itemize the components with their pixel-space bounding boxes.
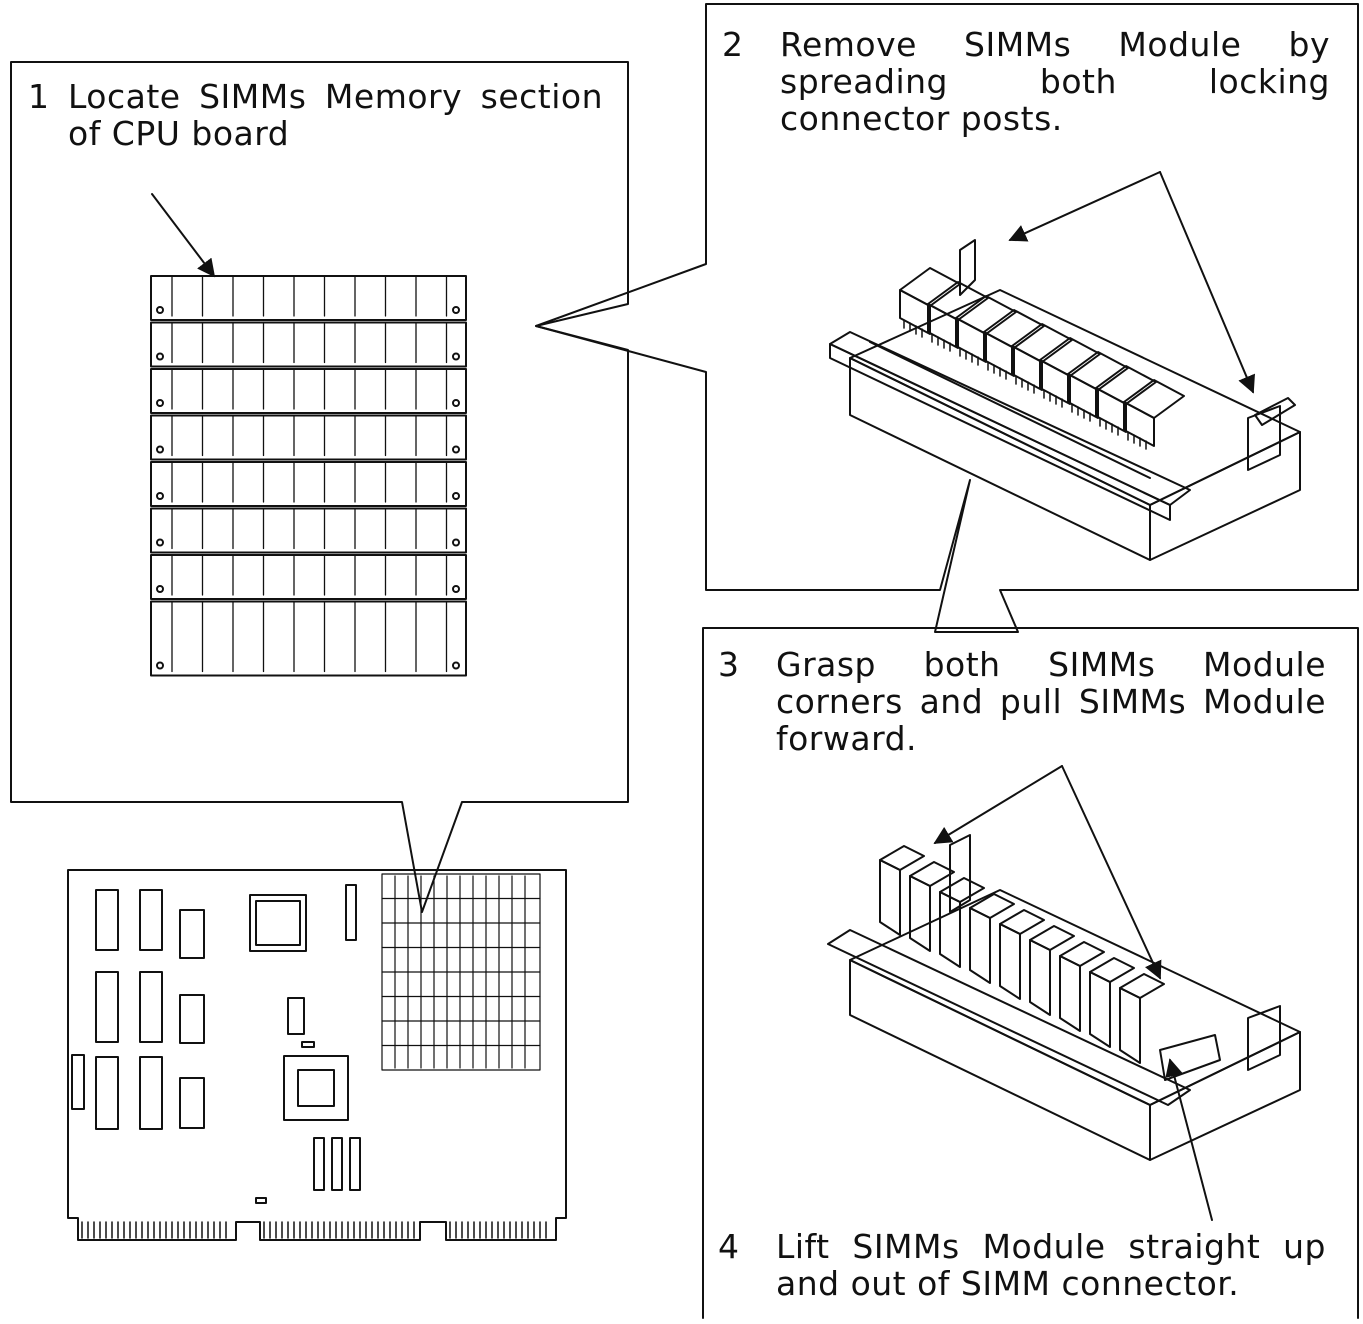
step-number: 3 [718,645,740,684]
corner-arrow-right [1061,765,1162,980]
simm-module [150,414,467,461]
lock-post-arrow-right [1159,171,1255,394]
simm-socket-module-locked [829,171,1301,561]
panel-1-callout-frame [10,61,629,913]
panel-2-callout-frame [535,3,1359,633]
lift-arrow [1165,1058,1213,1221]
step-text: Grasp both SIMMs Module corners and pull… [776,645,1326,758]
simm-module [150,554,467,600]
step-text: Remove SIMMs Module by spreading both lo… [780,25,1330,138]
cpu-board [67,869,567,1241]
simm-socket-module-tilted [827,765,1301,1221]
lock-post-arrow-left [1008,171,1161,242]
simm-module [150,275,467,321]
step-number: 4 [718,1227,740,1266]
simm-module [150,368,467,414]
simm-module [150,600,467,677]
memory-bank-arrow [151,193,216,278]
simm-module [150,461,467,507]
simm-module [150,507,467,554]
simm-memory-bank-zoom [150,275,467,677]
panel-3-frame [702,627,1359,1319]
simm-module [150,321,467,368]
step-number: 2 [722,25,744,64]
step-text: Locate SIMMs Memory section of CPU board [68,77,603,153]
step-text: Lift SIMMs Module straight up and out of… [776,1227,1326,1303]
corner-arrow-left [933,765,1063,844]
step-number: 1 [28,77,50,116]
